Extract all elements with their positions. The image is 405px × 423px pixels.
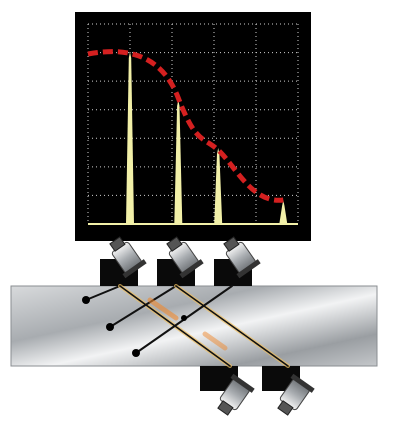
dac-curve bbox=[87, 49, 284, 203]
sound-beams bbox=[85, 284, 290, 368]
echo-peak bbox=[174, 100, 183, 224]
angle-beam-probe-icon bbox=[109, 236, 147, 279]
angle-beam-probe-icon bbox=[223, 236, 261, 279]
beam-path bbox=[202, 331, 228, 351]
beam-path bbox=[147, 297, 179, 321]
angle-beam-probe-icon bbox=[217, 373, 255, 416]
test-block-assembly bbox=[10, 236, 378, 416]
reflector-hole bbox=[106, 323, 114, 331]
echo-peak bbox=[279, 200, 288, 224]
angle-beam-probe-icon bbox=[277, 373, 315, 416]
reflector-holes bbox=[82, 296, 187, 357]
beam-path bbox=[109, 285, 177, 328]
reflector-hole bbox=[181, 315, 187, 321]
echo-peak bbox=[214, 148, 223, 224]
screen-grid bbox=[87, 23, 299, 225]
angle-beam-probe-icon bbox=[166, 236, 204, 279]
reflector-hole bbox=[82, 296, 90, 304]
oscilloscope-screen bbox=[75, 12, 311, 241]
beam-path bbox=[175, 285, 289, 367]
echo-peak bbox=[126, 52, 134, 224]
echo-peaks bbox=[126, 52, 288, 224]
reflector-hole bbox=[132, 349, 140, 357]
beam-path bbox=[85, 285, 121, 301]
